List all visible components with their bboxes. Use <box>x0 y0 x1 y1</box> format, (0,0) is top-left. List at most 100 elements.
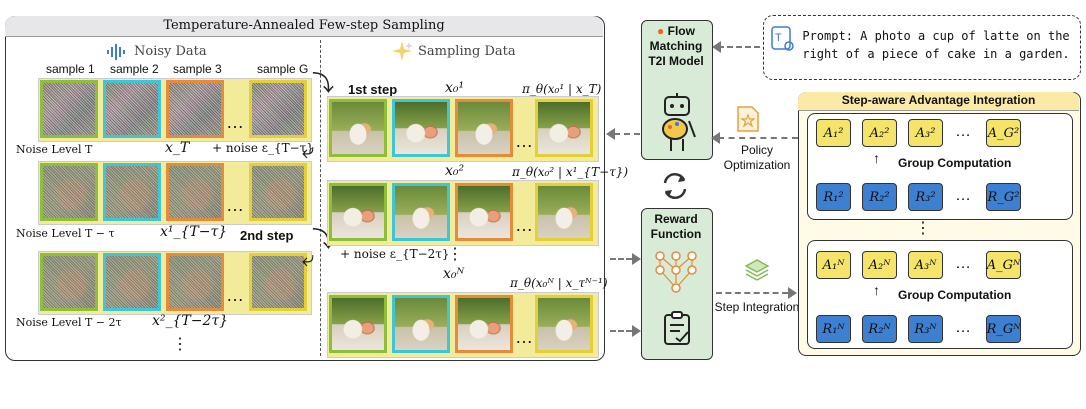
noisy-image <box>103 163 161 221</box>
neural-network-icon <box>652 250 700 299</box>
reward-cell: R_Gᴺ <box>986 315 1021 343</box>
latent-variable: x²_{T−2τ} <box>152 313 229 329</box>
noisy-image <box>166 163 224 221</box>
sample-label-3: sample 3 <box>173 62 222 76</box>
curved-arrow-icon: ⤶ <box>302 138 315 163</box>
policy-formula: π_θ(x₀ᴺ | x_τᴺ⁻¹) <box>510 276 608 290</box>
arrowhead <box>711 132 720 144</box>
latent-variable: x_T <box>165 140 190 156</box>
dashed-arrow <box>718 137 798 139</box>
flow-matching-title-text: Flow Matching T2I Model <box>648 24 704 68</box>
reward-function-title: Reward Function <box>650 212 702 241</box>
soundwave-icon <box>106 44 128 65</box>
vertical-ellipsis: ⋮ <box>915 220 931 237</box>
advantage-cell: A_Gᴺ <box>986 251 1021 279</box>
cycle-icon <box>659 171 691 206</box>
advantage-cell: A₂² <box>862 119 897 147</box>
reward-cell: R₂² <box>862 183 897 211</box>
sampling-panel-title: Temperature-Annealed Few-step Sampling <box>163 18 445 33</box>
sample-label-2: sample 2 <box>110 62 159 76</box>
dashed-arrow <box>614 133 640 135</box>
output-variable: x₀ᴺ <box>443 266 465 282</box>
curved-arrow-icon: ⤵ <box>312 71 335 96</box>
reward-cell: R₂ᴺ <box>862 315 897 343</box>
advantage-panel-title-bar <box>798 92 1079 111</box>
advantage-cell: A₃² <box>908 119 943 147</box>
policy-document-icon <box>736 105 760 138</box>
noisy-image <box>249 163 307 221</box>
advantage-panel-title: Step-aware Advantage Integration <box>841 93 1036 107</box>
noisy-image <box>103 253 161 311</box>
sampled-image <box>392 183 450 241</box>
sampled-image <box>455 99 513 157</box>
layers-icon <box>744 258 770 287</box>
prompt-text: Prompt: A photo a cup of latte on the ri… <box>802 29 1070 61</box>
sample-label-g: sample G <box>257 62 309 76</box>
latent-variable: x¹_{T−τ} <box>160 224 228 240</box>
ellipsis: … <box>955 255 971 272</box>
output-variable: x₀¹ <box>445 80 465 96</box>
noise-level-label: Noise Level T <box>16 143 93 156</box>
dashed-arrow <box>610 330 632 332</box>
ellipsis: … <box>955 319 971 336</box>
svg-text:T: T <box>775 32 782 44</box>
sampled-image <box>535 99 593 157</box>
sampled-image <box>392 99 450 157</box>
arrowhead <box>606 128 615 140</box>
arrowhead <box>788 287 797 299</box>
fire-icon: ● <box>657 24 665 38</box>
prompt-box <box>763 15 1081 80</box>
sampled-image <box>535 295 593 353</box>
ellipsis: … <box>515 327 533 347</box>
reward-cell: R₃ᴺ <box>908 315 943 343</box>
ellipsis: … <box>226 195 244 215</box>
noisy-image <box>166 80 224 138</box>
sampled-image <box>455 183 513 241</box>
dashed-arrow <box>718 46 760 48</box>
ellipsis: … <box>955 123 971 140</box>
ellipsis: … <box>955 187 971 204</box>
sample-label-1: sample 1 <box>46 62 95 76</box>
advantage-cell: A₃ᴺ <box>908 251 943 279</box>
group-computation-label: Group Computation <box>898 156 1012 170</box>
noise-level-label: Noise Level T − 2τ <box>16 316 122 329</box>
sparkle-icon <box>391 40 413 67</box>
policy-formula: π_θ(x₀² | x¹_{T−τ}) <box>512 165 629 179</box>
vertical-ellipsis: ⋮ <box>447 246 463 263</box>
noisy-data-header: Noisy Data <box>134 44 207 59</box>
step-label: 1st step <box>348 82 398 97</box>
arrowhead <box>632 253 641 265</box>
vertical-ellipsis: ⋮ <box>172 336 188 353</box>
advantage-cell: A₁² <box>816 119 851 147</box>
step-integration-label: Step Integration <box>714 300 800 314</box>
noisy-image <box>40 163 98 221</box>
ellipsis: … <box>226 112 244 132</box>
output-variable: x₀² <box>445 163 465 179</box>
flow-matching-title: ● Flow Matching T2I Model <box>641 24 711 69</box>
sampled-image <box>392 295 450 353</box>
curved-arrow-icon: ⤶ <box>302 246 315 271</box>
policy-formula: π_θ(x₀¹ | x_T) <box>522 82 602 96</box>
sampled-image <box>329 99 387 157</box>
arrowhead <box>712 41 721 53</box>
sampled-image <box>455 295 513 353</box>
noise-add-label: + noise ε_{T−2τ} <box>340 247 450 261</box>
dashed-arrow <box>610 258 632 260</box>
ellipsis: … <box>515 215 533 235</box>
noisy-image <box>166 253 224 311</box>
policy-optimization-label: Policy Optimization <box>723 143 791 172</box>
step-label: 2nd step <box>240 228 294 243</box>
reward-cell: R_G² <box>986 183 1021 211</box>
group-computation-label: Group Computation <box>898 288 1012 302</box>
advantage-cell: A₂ᴺ <box>862 251 897 279</box>
advantage-cell: A_G² <box>986 119 1021 147</box>
noisy-image <box>40 253 98 311</box>
sampling-data-header: Sampling Data <box>418 44 516 59</box>
noise-add-label: + noise ε_{T−τ} <box>212 141 314 155</box>
up-arrow-icon: ↑ <box>873 150 880 166</box>
sampled-image <box>329 295 387 353</box>
sampling-panel-title-bar <box>5 16 603 37</box>
clipboard-check-icon <box>662 310 692 351</box>
advantage-cell: A₁ᴺ <box>816 251 851 279</box>
reward-cell: R₁ᴺ <box>816 315 851 343</box>
